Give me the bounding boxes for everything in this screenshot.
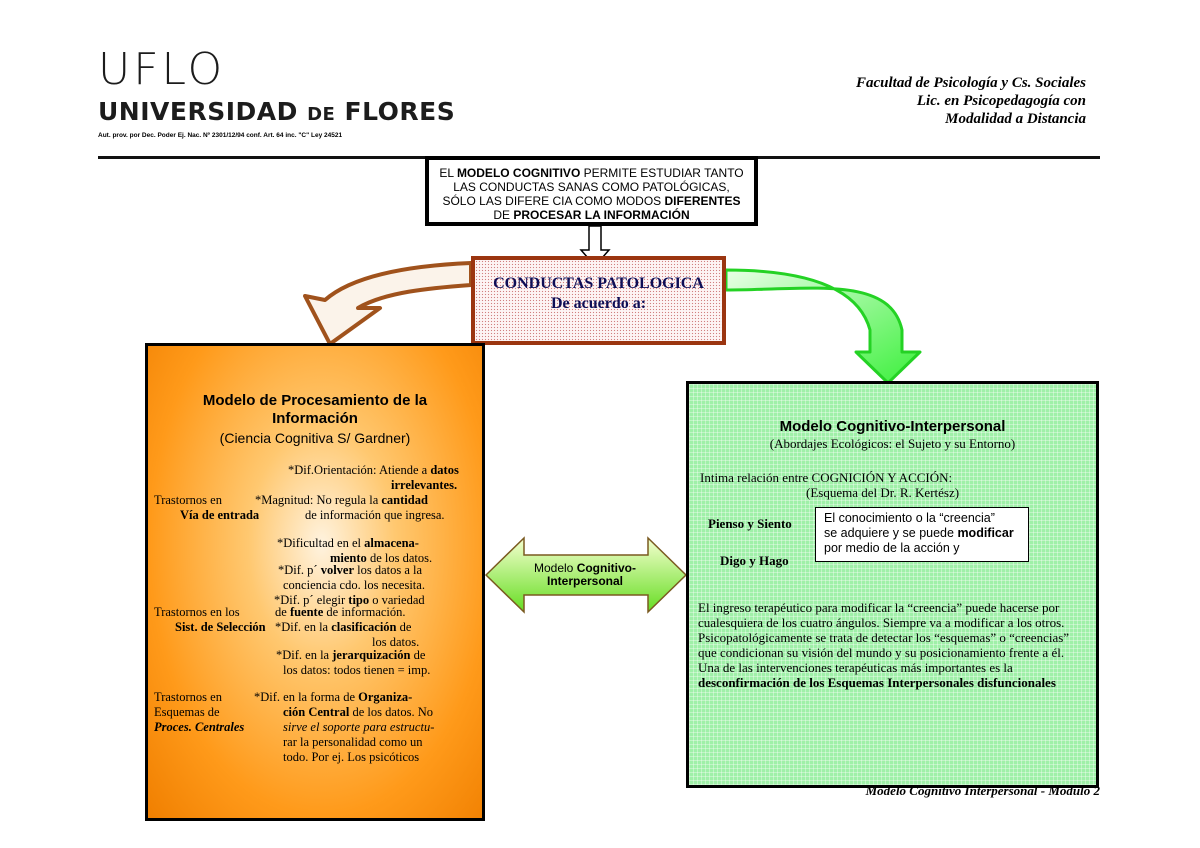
text-line: conciencia cdo. los necesita. <box>283 578 425 592</box>
disorder-label: Vía de entrada <box>180 508 260 522</box>
text-line: *Dif. p´ volver los datos a la <box>278 563 423 577</box>
double-arrow-label: Modelo Cognitivo- Interpersonal <box>533 561 637 588</box>
disorder-label: Trastornos en los <box>154 605 240 619</box>
disorder-label: Proces. Centrales <box>154 720 245 734</box>
disorder-label: Trastornos en <box>154 493 222 507</box>
logo-university-name: UNIVERSIDAD DE FLORES <box>98 97 456 126</box>
circle-label-bottom: Digo y Hago <box>720 553 789 568</box>
text-line: *Dif. p´ elegir tipo o variedad <box>274 593 425 607</box>
processing-model-subtitle: (Ciencia Cognitiva S/ Gardner) <box>219 430 411 446</box>
text-line: sirve el soporte para estructu- <box>283 720 435 734</box>
text-line: *Dif. en la forma de Organiza- <box>254 690 413 704</box>
circle-label-top: Pienso y Siento <box>708 516 792 531</box>
text-line: (Esquema del Dr. R. Kertész) <box>806 485 960 500</box>
text-line: rar la personalidad como un <box>283 735 423 749</box>
conducts-title: CONDUCTAS PATOLOGICA <box>493 275 704 292</box>
logo-authorization: Aut. prov. por Dec. Poder Ej. Nac. Nº 23… <box>98 132 343 139</box>
text-line: *Dificultad en el almacena- <box>277 536 419 550</box>
text-line: de información que ingresa. <box>305 508 445 522</box>
faculty-info: Facultad de Psicología y Cs. Sociales Li… <box>856 75 1086 127</box>
logo-uflo: UFLO <box>98 44 226 95</box>
text-line: *Dif. en la jerarquización de <box>276 648 426 662</box>
page-footer: Modelo Cognitivo Interpersonal - Módulo … <box>865 783 1100 798</box>
cognitive-model-box: EL MODELO COGNITIVO PERMITE ESTUDIAR TAN… <box>425 156 758 226</box>
text-line: *Dif. en la clasificación de <box>275 620 412 634</box>
interpersonal-model-title: Modelo Cognitivo-Interpersonal <box>779 418 1006 435</box>
pathological-conducts-box: CONDUCTAS PATOLOGICA De acuerdo a: <box>471 256 726 345</box>
disorder-label: Trastornos en <box>154 690 222 704</box>
text-line: miento de los datos. <box>330 551 433 565</box>
curved-arrow-left-icon <box>303 261 473 346</box>
curved-arrow-right-icon <box>724 268 922 385</box>
interpersonal-description: El ingreso terapéutico para modificar la… <box>698 600 1070 690</box>
text-line: *Magnitud: No regula la cantidad <box>255 493 428 507</box>
conducts-subtitle: De acuerdo a: <box>550 295 647 312</box>
disorder-label: Sist. de Selección <box>175 620 266 634</box>
text-line: los datos. <box>372 635 420 649</box>
text-line: los datos: todos tienen = imp. <box>283 663 431 677</box>
interpersonal-model-box <box>686 381 1099 788</box>
text-line: ción Central de los datos. No <box>283 705 433 719</box>
text-line: de fuente de información. <box>275 605 406 619</box>
text-line: irrelevantes. <box>391 478 458 492</box>
text-line: todo. Por ej. Los psicóticos <box>283 750 420 764</box>
text-line: *Dif.Orientación: Atiende a datos <box>288 463 459 477</box>
disorder-label: Esquemas de <box>154 705 220 719</box>
processing-model-box <box>145 343 485 821</box>
interpersonal-model-subtitle: (Abordajes Ecológicos: el Sujeto y su En… <box>769 436 1016 451</box>
belief-box: El conocimiento o la “creencia” se adqui… <box>815 507 1029 562</box>
text-line: Intima relación entre COGNICIÓN Y ACCIÓN… <box>700 470 953 485</box>
